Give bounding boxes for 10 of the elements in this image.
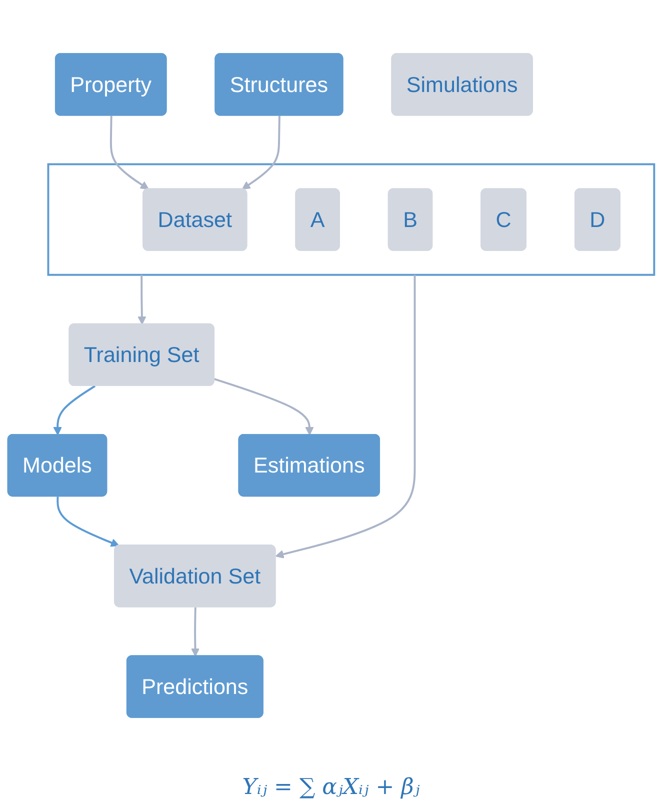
arrow bbox=[110, 116, 149, 190]
arrow bbox=[214, 378, 314, 436]
arrow bbox=[56, 496, 120, 547]
arrow bbox=[275, 274, 416, 558]
arrow bbox=[242, 116, 280, 190]
arrow bbox=[190, 607, 200, 657]
arrow bbox=[53, 385, 96, 436]
formula-text: Yᵢⱼ = ∑ αⱼXᵢⱼ + βⱼ bbox=[242, 775, 420, 800]
cluster bbox=[47, 163, 656, 276]
arrow bbox=[138, 274, 146, 325]
